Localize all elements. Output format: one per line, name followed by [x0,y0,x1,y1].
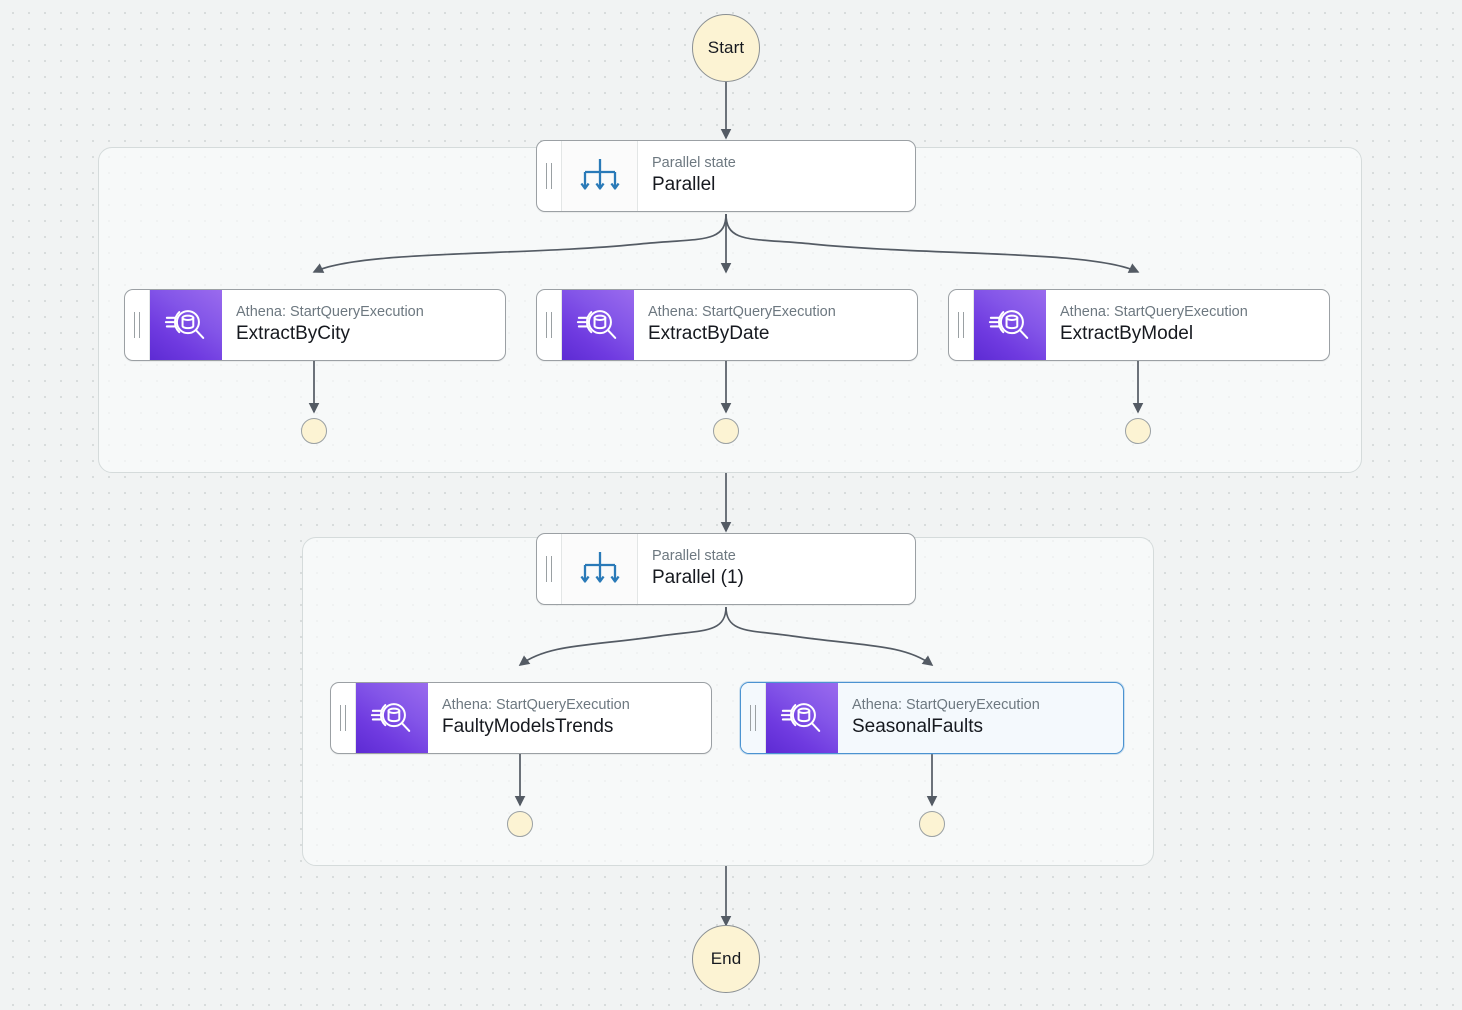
branch-endpoint-dot[interactable] [301,418,327,444]
state-node-seasonal-faults[interactable]: Athena: StartQueryExecution SeasonalFaul… [740,682,1124,754]
end-node[interactable]: End [692,925,760,993]
branch-endpoint-dot[interactable] [919,811,945,837]
node-title-label: Parallel (1) [652,566,744,588]
node-title-label: ExtractByModel [1060,322,1194,344]
branch-endpoint-dot[interactable] [713,418,739,444]
node-kind-label: Athena: StartQueryExecution [852,697,1040,714]
node-kind-label: Parallel state [652,155,736,172]
node-title-label: ExtractByDate [648,322,770,344]
athena-icon [150,290,222,360]
drag-handle-icon[interactable] [537,534,562,604]
parallel-fork-icon [562,534,638,604]
node-title-label: ExtractByCity [236,322,351,344]
drag-handle-icon[interactable] [331,683,356,753]
athena-icon [974,290,1046,360]
state-node-parallel[interactable]: Parallel state Parallel [536,140,916,212]
node-kind-label: Athena: StartQueryExecution [1060,304,1248,321]
drag-handle-icon[interactable] [537,141,562,211]
state-node-extract-by-model[interactable]: Athena: StartQueryExecution ExtractByMod… [948,289,1330,361]
state-node-faulty-models-trends[interactable]: Athena: StartQueryExecution FaultyModels… [330,682,712,754]
drag-handle-icon[interactable] [949,290,974,360]
node-title-label: FaultyModelsTrends [442,715,614,737]
end-label: End [710,949,742,968]
parallel-fork-icon [562,141,638,211]
drag-handle-icon[interactable] [741,683,766,753]
start-node[interactable]: Start [692,14,760,82]
athena-icon [356,683,428,753]
state-node-extract-by-date[interactable]: Athena: StartQueryExecution ExtractByDat… [536,289,918,361]
node-kind-label: Athena: StartQueryExecution [648,304,836,321]
start-label: Start [707,38,745,57]
drag-handle-icon[interactable] [125,290,150,360]
node-title-label: Parallel [652,173,716,195]
node-title-label: SeasonalFaults [852,715,983,737]
branch-endpoint-dot[interactable] [1125,418,1151,444]
branch-endpoint-dot[interactable] [507,811,533,837]
state-node-extract-by-city[interactable]: Athena: StartQueryExecution ExtractByCit… [124,289,506,361]
node-kind-label: Athena: StartQueryExecution [442,697,630,714]
state-node-parallel-1[interactable]: Parallel state Parallel (1) [536,533,916,605]
athena-icon [562,290,634,360]
node-kind-label: Parallel state [652,548,736,565]
node-kind-label: Athena: StartQueryExecution [236,304,424,321]
drag-handle-icon[interactable] [537,290,562,360]
athena-icon [766,683,838,753]
